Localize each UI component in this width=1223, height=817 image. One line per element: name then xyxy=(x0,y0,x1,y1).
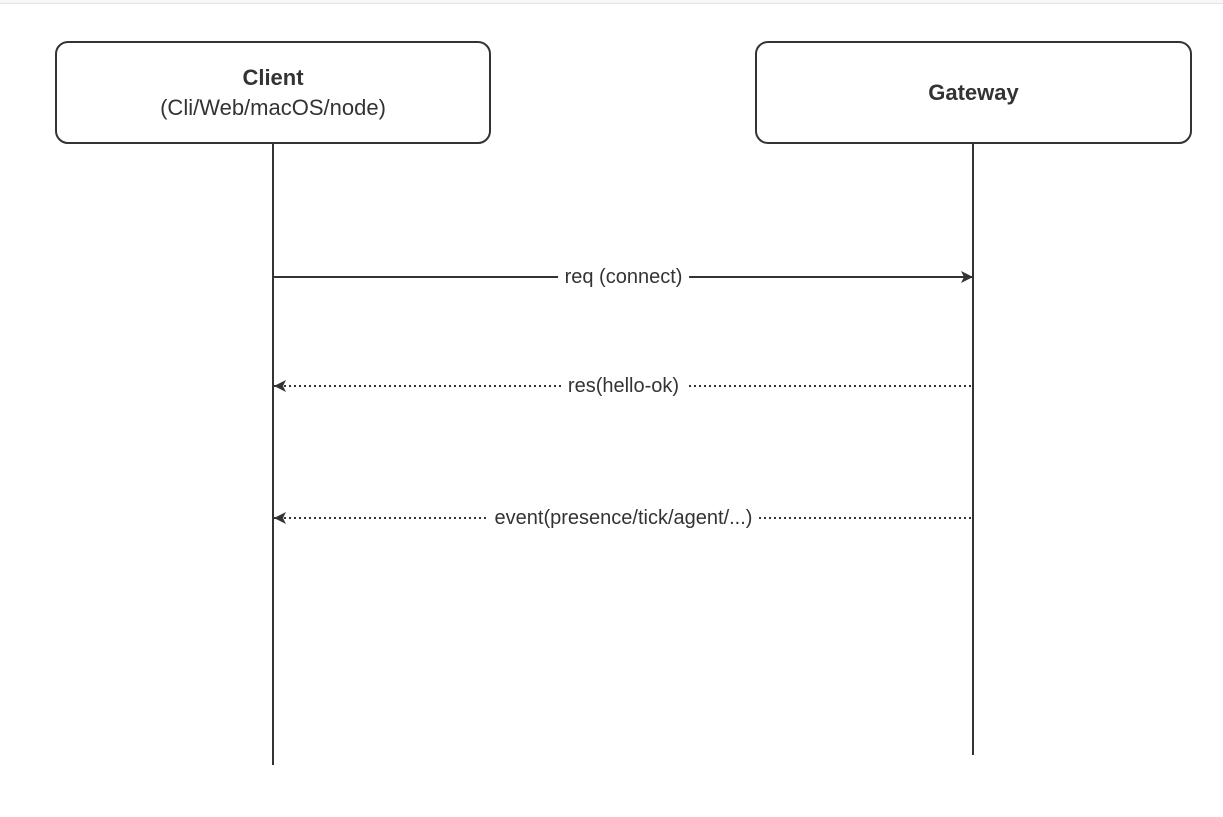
lifeline-gateway xyxy=(972,144,974,755)
message-label: res(hello-ok) xyxy=(560,373,687,399)
actor-subtitle: (Cli/Web/macOS/node) xyxy=(160,94,386,120)
message-res-hello-ok: res(hello-ok) xyxy=(272,373,975,399)
arrowhead-icon xyxy=(274,380,286,392)
actor-box-client: Client (Cli/Web/macOS/node) xyxy=(55,41,491,144)
lifeline-client xyxy=(272,144,274,765)
actor-box-gateway: Gateway xyxy=(755,41,1192,144)
message-label: req (connect) xyxy=(557,264,690,290)
page-top-edge xyxy=(0,0,1223,4)
message-req-connect: req (connect) xyxy=(272,264,975,290)
message-arrow-line xyxy=(274,512,973,524)
message-label: event(presence/tick/agent/...) xyxy=(487,505,760,531)
actor-title: Client xyxy=(242,64,304,90)
message-event-presence: event(presence/tick/agent/...) xyxy=(272,505,975,531)
actor-title: Gateway xyxy=(928,79,1019,105)
arrowhead-icon xyxy=(274,512,286,524)
message-arrow-line xyxy=(274,380,973,392)
arrowhead-icon xyxy=(961,271,973,283)
